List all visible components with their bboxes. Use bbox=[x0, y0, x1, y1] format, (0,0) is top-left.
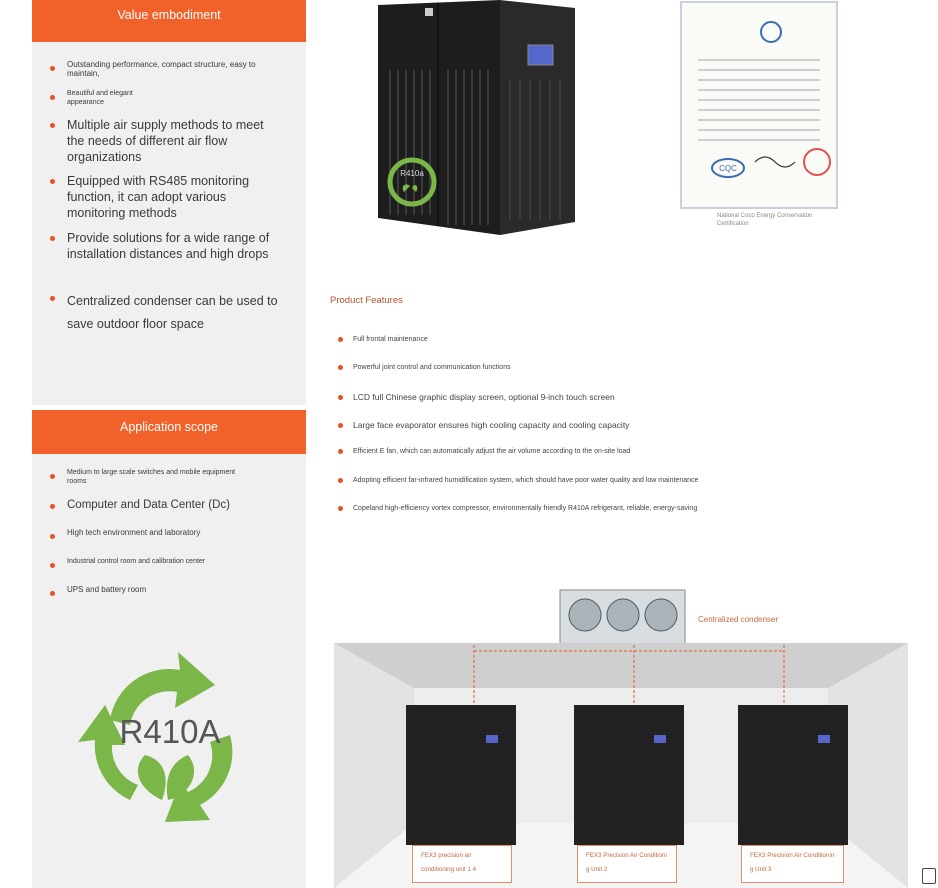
unit-label-1: FEX3 precision air conditioning unit 1 4 bbox=[412, 845, 512, 883]
feature-text: Powerful joint control and communication… bbox=[353, 364, 511, 371]
list-item-text: Computer and Data Center (Dc) bbox=[67, 499, 230, 511]
feature-text: LCD full Chinese graphic display screen,… bbox=[353, 392, 615, 402]
list-item-text: Provide solutions for a wide range of in… bbox=[67, 231, 270, 261]
feature-item: Powerful joint control and communication… bbox=[338, 364, 511, 371]
bullet-icon bbox=[338, 478, 343, 483]
list-item: UPS and battery room bbox=[50, 585, 296, 596]
list-item-text: Industrial control room and calibration … bbox=[67, 558, 206, 565]
list-item: Computer and Data Center (Dc) bbox=[50, 498, 296, 513]
bullet-icon bbox=[50, 123, 55, 128]
bullet-icon bbox=[50, 591, 55, 596]
bullet-icon bbox=[50, 66, 55, 71]
bullet-icon bbox=[50, 236, 55, 241]
bullet-icon bbox=[50, 563, 55, 568]
list-item: Provide solutions for a wide range of in… bbox=[50, 230, 296, 262]
bullet-icon bbox=[50, 296, 55, 301]
scope-panel: Application scope Medium to large scale … bbox=[32, 410, 306, 888]
unit-label-line: g Unit 3 bbox=[750, 866, 772, 873]
feature-item: Large face evaporator ensures high cooli… bbox=[338, 420, 629, 430]
unit-label-line: conditioning unit 1 4 bbox=[421, 866, 477, 873]
document-icon[interactable] bbox=[922, 868, 936, 884]
list-item: Equipped with RS485 monitoring function,… bbox=[50, 173, 296, 221]
unit-label-line: g Unit 2 bbox=[586, 866, 608, 873]
list-item: Industrial control room and calibration … bbox=[50, 557, 296, 568]
list-item-text: UPS and battery room bbox=[67, 585, 147, 594]
feature-item: LCD full Chinese graphic display screen,… bbox=[338, 392, 615, 402]
unit-label-line: FEX3 Precision Air Conditioni bbox=[586, 852, 667, 859]
bullet-icon bbox=[50, 474, 55, 479]
unit-label-line: FEX3 precision air bbox=[421, 852, 472, 859]
list-item-text: Outstanding performance, compact structu… bbox=[67, 60, 256, 78]
centralized-condenser-label: Centralized condenser bbox=[698, 615, 779, 624]
unit-label-2: FEX3 Precision Air Conditioni g Unit 2 bbox=[577, 845, 677, 883]
bullet-icon bbox=[338, 365, 343, 370]
feature-item: Adopting efficient far-infrared humidifi… bbox=[338, 477, 698, 484]
list-item-text: Multiple air supply methods to meet the … bbox=[67, 118, 264, 164]
bullet-icon bbox=[50, 534, 55, 539]
certificate-image: CQC bbox=[680, 1, 838, 209]
cqc-seal-text: CQC bbox=[719, 164, 737, 173]
value-panel: Value embodiment Outstanding performance… bbox=[32, 0, 306, 405]
feature-item: Full frontal maintenance bbox=[338, 336, 428, 343]
list-item: Beautiful and elegant appearance bbox=[50, 89, 296, 107]
bullet-icon bbox=[338, 422, 343, 428]
feature-text: Efficient E fan, which can automatically… bbox=[353, 448, 631, 455]
unit-label-3: FEX3 Precision Air Conditionin g Unit 3 bbox=[741, 845, 844, 883]
bullet-icon bbox=[338, 449, 343, 454]
bullet-icon bbox=[50, 179, 55, 184]
list-item-text: Medium to large scale switches and mobil… bbox=[67, 469, 236, 485]
r410a-logo-text: R410A bbox=[120, 713, 221, 750]
list-item: Multiple air supply methods to meet the … bbox=[50, 117, 296, 165]
feature-item: Copeland high-efficiency vortex compress… bbox=[338, 505, 697, 512]
feature-text: Adopting efficient far-infrared humidifi… bbox=[353, 477, 699, 484]
list-item: Centralized condenser can be used to sav… bbox=[50, 290, 296, 336]
product-features-title: Product Features bbox=[330, 295, 403, 306]
bullet-icon bbox=[338, 506, 343, 511]
r410a-recycle-icon: R410A bbox=[78, 652, 233, 822]
list-item: High tech environment and laboratory bbox=[50, 528, 296, 539]
list-item: Medium to large scale switches and mobil… bbox=[50, 468, 296, 486]
precision-ac-cabinet-image: R410a bbox=[378, 0, 575, 235]
bullet-icon bbox=[338, 337, 343, 342]
feature-item: Efficient E fan, which can automatically… bbox=[338, 448, 630, 455]
value-panel-title: Value embodiment bbox=[32, 0, 306, 42]
list-item-text: Centralized condenser can be used to sav… bbox=[67, 294, 278, 331]
feature-text: Full frontal maintenance bbox=[353, 336, 428, 343]
condenser-image bbox=[559, 589, 686, 660]
bullet-icon bbox=[338, 394, 343, 400]
scope-panel-title: Application scope bbox=[32, 410, 306, 454]
list-item-text: High tech environment and laboratory bbox=[67, 528, 201, 537]
list-item: Outstanding performance, compact structu… bbox=[50, 60, 296, 78]
list-item-text: Beautiful and elegant appearance bbox=[67, 90, 133, 106]
unit-label-line: FEX3 Precision Air Conditionin bbox=[750, 852, 835, 859]
bullet-icon bbox=[50, 504, 55, 509]
list-item-text: Equipped with RS485 monitoring function,… bbox=[67, 174, 250, 220]
certificate-caption: National Coco Energy Conservation Certif… bbox=[717, 213, 813, 227]
feature-text: Large face evaporator ensures high cooli… bbox=[353, 420, 630, 430]
bullet-icon bbox=[50, 95, 55, 100]
small-r410a-text: R410a bbox=[400, 169, 424, 178]
feature-text: Copeland high-efficiency vortex compress… bbox=[353, 505, 698, 512]
